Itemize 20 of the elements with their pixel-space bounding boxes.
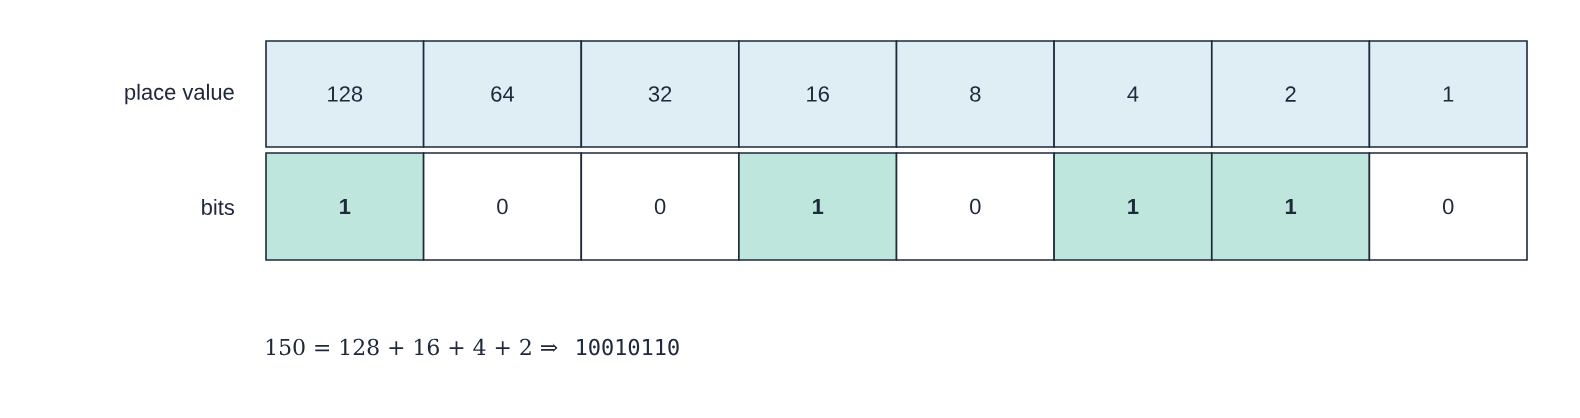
table-cell: 0 bbox=[1368, 152, 1528, 261]
table-cell: 2 bbox=[1211, 40, 1371, 148]
table-cell: 1 bbox=[1053, 152, 1213, 261]
table-cell: 1 bbox=[1211, 152, 1371, 261]
table-cell: 8 bbox=[895, 40, 1055, 148]
table-cell: 1 bbox=[265, 152, 425, 261]
table-cell: 32 bbox=[580, 40, 740, 148]
binary-result: 10010110 bbox=[577, 338, 679, 356]
row-label: bits bbox=[202, 198, 234, 216]
table-cell: 0 bbox=[422, 152, 582, 261]
table-cell: 16 bbox=[738, 40, 898, 148]
equation: 150 = 128 + 16 + 4 + 2 ⇒ bbox=[266, 338, 558, 356]
table-cell: 0 bbox=[895, 152, 1055, 261]
table-cell: 4 bbox=[1053, 40, 1213, 148]
table-cell: 64 bbox=[422, 40, 582, 148]
table-cell: 128 bbox=[265, 40, 425, 148]
table-cell: 0 bbox=[580, 152, 740, 261]
table-cell: 1 bbox=[738, 152, 898, 261]
row-label: place value bbox=[125, 83, 234, 105]
table-cell: 1 bbox=[1368, 40, 1528, 148]
